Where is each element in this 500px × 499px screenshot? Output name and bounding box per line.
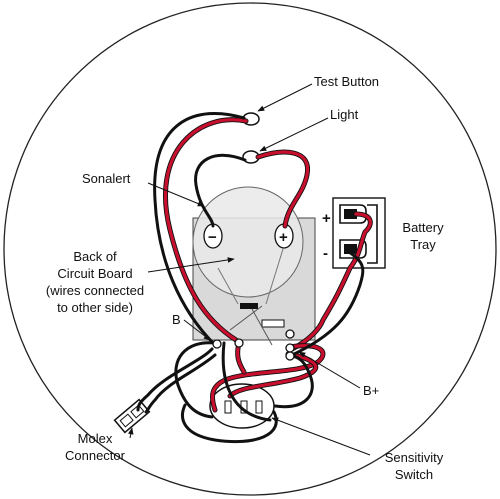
switch-contact bbox=[255, 400, 263, 414]
label-sensitivity-line2: Switch bbox=[395, 467, 433, 482]
label-molex-line2: Connector bbox=[65, 448, 126, 463]
label-molex-line1: Molex bbox=[78, 431, 113, 446]
label-circuit-board-line3: (wires connected bbox=[46, 283, 144, 298]
label-circuit-board-line4: to other side) bbox=[57, 300, 133, 315]
sonalert-disc bbox=[192, 186, 304, 298]
label-sensitivity-line1: Sensitivity bbox=[385, 450, 444, 465]
battery-minus-sign: - bbox=[323, 245, 328, 262]
svg-text:−: − bbox=[208, 229, 217, 246]
black-wires bbox=[136, 111, 365, 444]
switch-contact bbox=[224, 400, 232, 414]
label-sonalert: Sonalert bbox=[82, 171, 131, 186]
terminal-b bbox=[212, 339, 222, 349]
board-terminal bbox=[234, 338, 244, 348]
red-wires bbox=[163, 117, 373, 413]
leader-lines bbox=[128, 83, 371, 456]
label-battery-tray-line2: Tray bbox=[410, 237, 436, 252]
label-light: Light bbox=[330, 107, 359, 122]
board-trace bbox=[229, 305, 263, 331]
board-component bbox=[240, 303, 258, 309]
label-battery-tray-line1: Battery bbox=[402, 220, 444, 235]
battery-tray bbox=[332, 197, 386, 269]
sonalert-plus-terminal: + bbox=[274, 223, 294, 249]
molex-connector bbox=[113, 398, 151, 434]
board-terminal bbox=[285, 329, 295, 339]
board-trace bbox=[251, 308, 273, 346]
label-test-button: Test Button bbox=[314, 74, 379, 89]
board-trace bbox=[265, 248, 284, 305]
svg-text:+: + bbox=[279, 229, 288, 246]
board-trace bbox=[217, 267, 239, 305]
board-terminal bbox=[285, 351, 295, 361]
label-circuit-board-line2: Circuit Board bbox=[57, 266, 132, 281]
detector-housing-outline bbox=[3, 2, 497, 496]
board-resistor bbox=[261, 319, 285, 328]
sonalert-minus-terminal: − bbox=[203, 223, 223, 249]
label-circuit-board-line1: Back of bbox=[73, 249, 117, 264]
label-terminal-b-plus: B+ bbox=[363, 383, 379, 398]
battery-plus-sign: + bbox=[322, 210, 331, 227]
terminal-b-plus bbox=[285, 343, 295, 353]
label-terminal-b: B bbox=[172, 312, 181, 327]
